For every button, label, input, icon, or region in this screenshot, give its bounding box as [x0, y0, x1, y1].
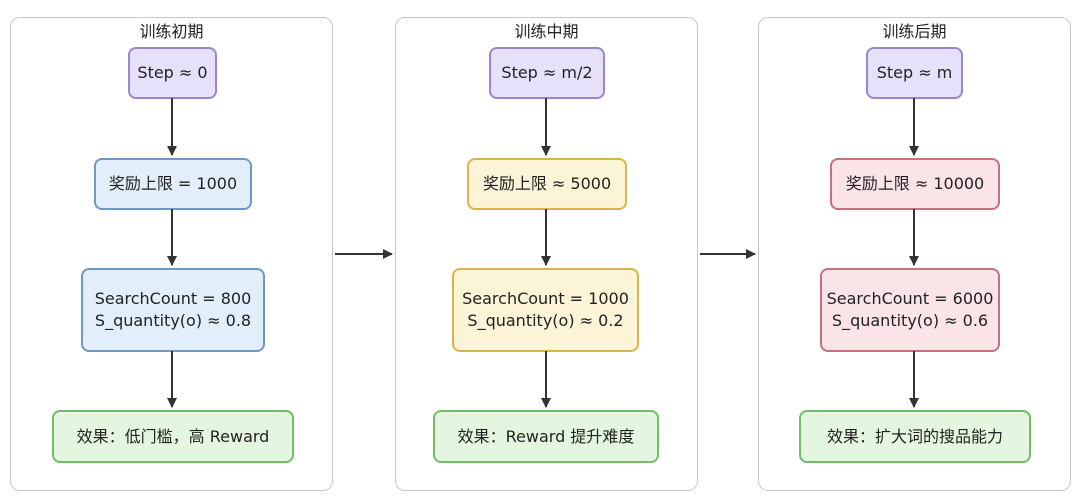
effect-label: 效果：扩大词的搜品能力	[826, 426, 1003, 446]
step-node: Step ≈ m	[866, 47, 963, 99]
effect-label: 效果：Reward 提升难度	[457, 426, 635, 446]
search-count-label: SearchCount = 1000	[462, 289, 629, 308]
stage-panel-early: 训练初期 Step ≈ 0 奖励上限 = 1000 SearchCount = …	[10, 17, 333, 491]
search-count-node: SearchCount = 1000 S_quantity(o) ≈ 0.2	[452, 268, 639, 352]
reward-cap-label: 奖励上限 ≈ 5000	[482, 174, 612, 193]
reward-cap-node: 奖励上限 = 1000	[94, 158, 252, 210]
effect-label: 效果：低门槛，高 Reward	[76, 426, 270, 446]
stage-title: 训练初期	[139, 22, 204, 41]
stage-title: 训练中期	[514, 22, 579, 41]
search-count-node: SearchCount = 6000 S_quantity(o) ≈ 0.6	[820, 268, 1000, 352]
reward-cap-label: 奖励上限 = 1000	[108, 174, 238, 193]
step-label: Step ≈ m	[876, 63, 953, 82]
search-count-label: SearchCount = 800	[94, 289, 252, 308]
step-label: Step ≈ m/2	[501, 63, 593, 82]
reward-cap-label: 奖励上限 ≈ 10000	[845, 174, 985, 193]
effect-node: 效果：扩大词的搜品能力	[799, 410, 1031, 463]
step-label: Step ≈ 0	[137, 63, 208, 82]
s-quantity-label: S_quantity(o) ≈ 0.6	[831, 311, 989, 330]
search-count-label: SearchCount = 6000	[826, 289, 994, 308]
s-quantity-label: S_quantity(o) ≈ 0.8	[94, 311, 252, 330]
s-quantity-label: S_quantity(o) ≈ 0.2	[467, 311, 624, 330]
effect-node: 效果：低门槛，高 Reward	[52, 410, 294, 463]
step-node: Step ≈ m/2	[489, 47, 605, 99]
effect-node: 效果：Reward 提升难度	[433, 410, 659, 463]
stage-title: 训练后期	[882, 22, 947, 41]
